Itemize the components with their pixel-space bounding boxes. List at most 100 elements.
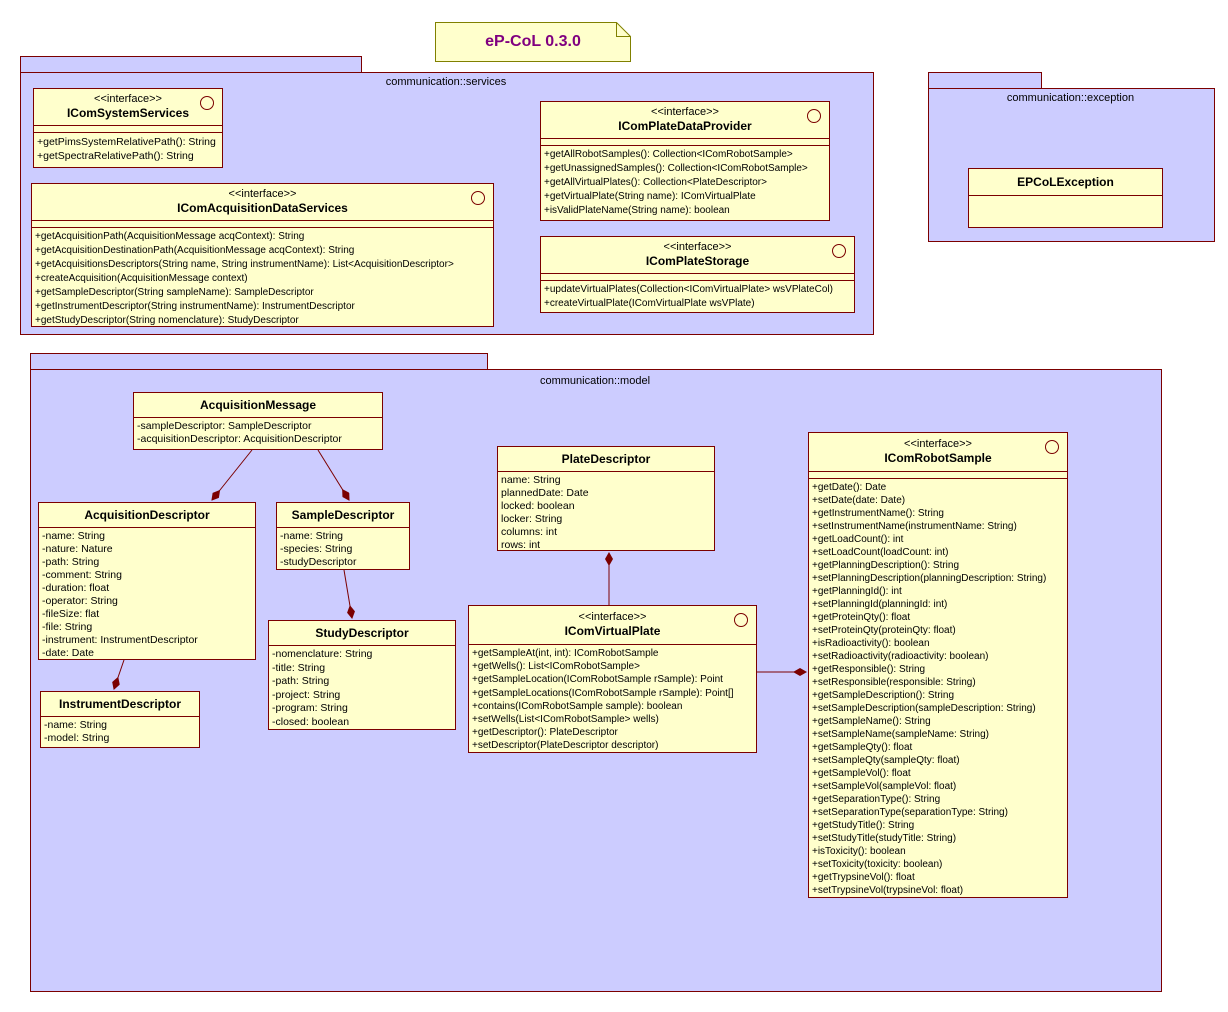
class-name: IComPlateStorage	[645, 254, 750, 268]
attribute-line: -program: String	[272, 702, 348, 714]
method-line: +contains(IComRobotSample sample): boole…	[472, 700, 683, 712]
class-box-StudyDescriptor: StudyDescriptor -nomenclature: String-tit…	[268, 620, 456, 730]
attribute-line: -nomenclature: String	[272, 648, 373, 660]
interface-circle-icon	[200, 96, 214, 110]
method-line: +getTrypsineVol(): float	[812, 872, 915, 883]
method-line: +setSeparationType(separationType: Strin…	[812, 807, 1008, 818]
method-line: +getUnassignedSamples(): Collection<ICom…	[544, 163, 808, 174]
class-name: EPCoLException	[1017, 174, 1114, 189]
stereotype-label: <<interface>>	[228, 188, 297, 200]
method-line: +getSampleDescriptor(String sampleName):…	[35, 287, 314, 298]
attribute-line: -comment: String	[42, 569, 122, 581]
method-line: +createAcquisition(AcquisitionMessage co…	[35, 273, 248, 284]
method-line: +getInstrumentDescriptor(String instrume…	[35, 301, 355, 312]
method-line: +getPimsSystemRelativePath(): String	[37, 136, 216, 148]
attribute-line: -name: String	[44, 719, 108, 731]
class-name: IComPlateDataProvider	[618, 119, 752, 133]
attribute-line: -instrument: InstrumentDescriptor	[42, 634, 198, 646]
class-name: PlateDescriptor	[561, 451, 651, 466]
interface-circle-icon	[471, 191, 485, 205]
interface-circle-icon	[734, 613, 748, 627]
interface-circle-icon	[832, 244, 846, 258]
methods-compartment: +getDate(): Date+setDate(date: Date)+get…	[809, 479, 1067, 897]
method-line: +setProteinQty(proteinQty: float)	[812, 625, 956, 636]
attributes-compartment: -nomenclature: String-title: String-path…	[269, 646, 455, 729]
class-box-IComRobotSample: <<interface>>IComRobotSample+getDate(): …	[808, 432, 1068, 898]
method-line: +setInstrumentName(instrumentName: Strin…	[812, 521, 1017, 532]
method-line: +getProteinQty(): float	[812, 612, 911, 623]
attribute-line: -file: String	[42, 621, 93, 633]
class-name: InstrumentDescriptor	[58, 696, 182, 711]
method-line: +createVirtualPlate(IComVirtualPlate wsV…	[544, 298, 755, 309]
class-name: SampleDescriptor	[291, 507, 395, 522]
attribute-line: -model: String	[44, 732, 110, 744]
method-line: +getAcquisitionsDescriptors(String name,…	[35, 259, 454, 270]
class-box-IComVirtualPlate: <<interface>>IComVirtualPlate+getSampleA…	[468, 605, 757, 753]
method-line: +getSampleName(): String	[812, 716, 931, 727]
method-line: +setSampleQty(sampleQty: float)	[812, 755, 960, 766]
method-line: +getAllVirtualPlates(): Collection<Plate…	[544, 177, 767, 188]
class-box-InstrumentDescriptor: InstrumentDescriptor -name: String-model:…	[40, 691, 200, 748]
empty-compartment	[969, 196, 1162, 227]
class-box-IComPlateStorage: <<interface>>IComPlateStorage+updateVirt…	[540, 236, 855, 313]
method-line: +setWells(List<IComRobotSample> wells)	[472, 714, 659, 726]
interface-circle-icon	[807, 109, 821, 123]
class-box-IComPlateDataProvider: <<interface>>IComPlateDataProvider +getAl…	[540, 101, 830, 221]
attribute-line: -acquisitionDescriptor: AcquisitionDescr…	[137, 433, 342, 445]
attributes-compartment: -name: String-model: String	[41, 717, 199, 747]
note-shape-icon	[435, 22, 631, 62]
method-line: +getSampleLocations(IComRobotSample rSam…	[472, 687, 734, 699]
attribute-line: -sampleDescriptor: SampleDescriptor	[137, 420, 312, 432]
attribute-line: name: String	[501, 474, 561, 486]
attribute-line: rows: int	[501, 539, 541, 550]
attributes-compartment: -name: String-species: String-studyDescr…	[277, 528, 409, 569]
method-line: +setLoadCount(loadCount: int)	[812, 547, 949, 558]
stereotype-label: <<interface>>	[651, 106, 719, 118]
attribute-line: -closed: boolean	[272, 715, 350, 728]
method-line: +setPlanningDescription(planningDescript…	[812, 573, 1047, 584]
methods-compartment: +getAcquisitionPath(AcquisitionMessage a…	[32, 228, 493, 326]
attribute-line: locked: boolean	[501, 500, 575, 512]
method-line: +getAcquisitionDestinationPath(Acquisiti…	[35, 245, 355, 256]
attributes-compartment: -sampleDescriptor: SampleDescriptor-acqu…	[134, 418, 382, 449]
attribute-line: -fileSize: flat	[42, 608, 100, 620]
attribute-line: -path: String	[42, 556, 100, 568]
method-line: +getResponsible(): String	[812, 664, 926, 675]
attribute-line: -duration: float	[42, 582, 110, 594]
method-line: +getSpectraRelativePath(): String	[37, 150, 194, 162]
method-line: +getInstrumentName(): String	[812, 508, 944, 519]
methods-compartment: +getAllRobotSamples(): Collection<IComRo…	[541, 146, 829, 220]
method-line: +getDescriptor(): PlateDescriptor	[472, 727, 618, 739]
method-line: +setToxicity(toxicity: boolean)	[812, 859, 943, 870]
class-name: AcquisitionMessage	[199, 397, 317, 412]
version-note: eP-CoL 0.3.0	[435, 22, 631, 62]
method-line: +isRadioactivity(): boolean	[812, 638, 930, 649]
attribute-line: locker: String	[501, 513, 563, 525]
class-name: StudyDescriptor	[315, 625, 409, 640]
class-box-SampleDescriptor: SampleDescriptor -name: String-species: S…	[276, 502, 410, 570]
attribute-line: -studyDescriptor	[280, 556, 357, 568]
attribute-line: -name: String	[42, 530, 106, 542]
class-box-AcquisitionMessage: AcquisitionMessage -sampleDescriptor: Sam…	[133, 392, 383, 450]
method-line: +getSampleAt(int, int): IComRobotSample	[472, 648, 659, 659]
method-line: +getSeparationType(): String	[812, 794, 941, 805]
method-line: +setSampleDescription(sampleDescription:…	[812, 703, 1036, 714]
class-box-IComSystemServices: <<interface>>IComSystemServices+getPimsS…	[33, 88, 223, 168]
class-name: AcquisitionDescriptor	[84, 507, 210, 522]
method-line: +getSampleDescription(): String	[812, 690, 955, 701]
method-line: +setTrypsineVol(trypsineVol: float)	[812, 885, 964, 896]
method-line: +getAllRobotSamples(): Collection<IComRo…	[544, 149, 793, 160]
interface-circle-icon	[1045, 440, 1059, 454]
empty-compartment	[34, 126, 222, 133]
attribute-line: -name: String	[280, 530, 344, 542]
method-line: +getSampleVol(): float	[812, 768, 911, 779]
method-line: +setStudyTitle(studyTitle: String)	[812, 833, 957, 844]
package-label-exception: communication::exception	[1006, 92, 1135, 104]
method-line: +setPlanningId(planningId: int)	[812, 599, 948, 610]
method-line: +getSampleLocation(IComRobotSample rSamp…	[472, 674, 723, 686]
empty-compartment	[541, 274, 854, 281]
method-line: +updateVirtualPlates(Collection<IComVirt…	[544, 284, 833, 295]
method-line: +getStudyDescriptor(String nomenclature)…	[35, 315, 299, 326]
